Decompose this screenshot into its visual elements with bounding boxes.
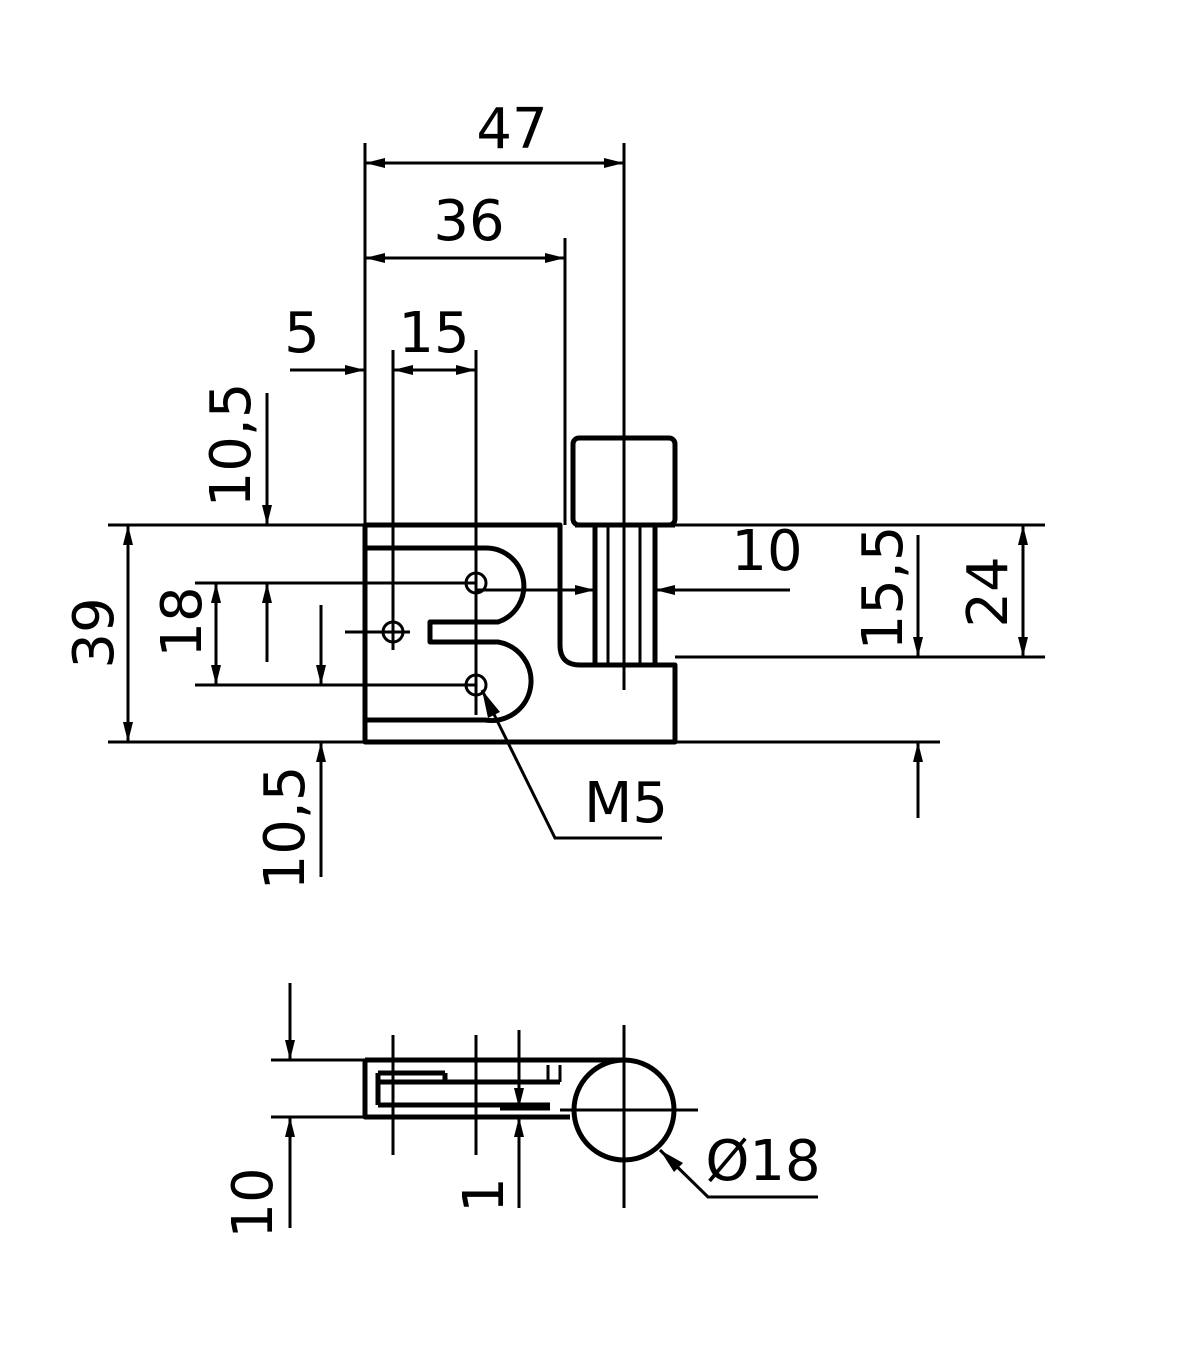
dim-10-clamp: 10 — [731, 519, 802, 584]
holes — [381, 571, 488, 697]
top-dimension-lines — [285, 983, 818, 1228]
dim-15: 15 — [398, 301, 469, 366]
dim-10-thickness: 10 — [221, 1167, 286, 1238]
upper-slot — [365, 545, 534, 724]
dim-bore-diameter: Ø18 — [705, 1129, 820, 1194]
dim-24: 24 — [956, 556, 1021, 627]
dim-47: 47 — [476, 97, 547, 162]
top-view: 10 1 Ø18 — [221, 983, 821, 1239]
screw-shank — [575, 522, 675, 665]
dim-5: 5 — [284, 301, 320, 366]
dim-1-gap: 1 — [452, 1177, 517, 1213]
extension-lines — [108, 143, 1045, 744]
dim-36: 36 — [433, 189, 504, 254]
front-view: 47 36 5 15 10,5 39 18 10,5 M5 10 15,5 24 — [62, 97, 1045, 890]
thread-label: M5 — [584, 771, 668, 836]
dim-15-5: 15,5 — [851, 526, 916, 651]
dim-18: 18 — [150, 586, 215, 657]
dimension-lines — [123, 158, 1028, 877]
body-outline — [362, 522, 678, 745]
dim-39: 39 — [62, 597, 127, 668]
dim-10-5-bottom: 10,5 — [253, 766, 318, 891]
dim-10-5-top: 10,5 — [199, 383, 264, 508]
